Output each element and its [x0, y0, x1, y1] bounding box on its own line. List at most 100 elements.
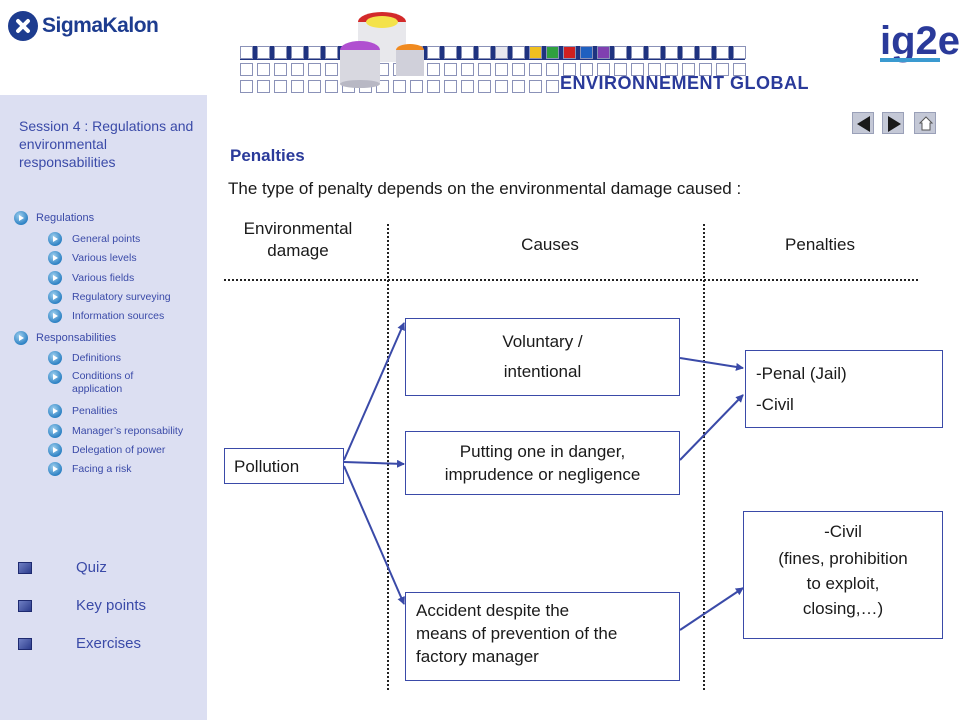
play-bullet-icon [48, 351, 62, 365]
mosaic-square [240, 80, 253, 93]
home-button[interactable] [914, 112, 936, 134]
mosaic-square [648, 46, 661, 59]
nav-facing-a-risk[interactable]: Facing a risk [48, 462, 132, 476]
cause-box-accident: Accident despite the means of prevention… [405, 592, 680, 681]
mosaic-square [461, 63, 474, 76]
nav-information-sources[interactable]: Information sources [48, 309, 164, 323]
nav-managers-responsability[interactable]: Manager’s reponsability [48, 424, 183, 438]
mosaic-square [325, 80, 338, 93]
next-button[interactable] [882, 112, 904, 134]
arrow-voluntary-penal [679, 357, 744, 371]
mosaic-square [308, 80, 321, 93]
mosaic-square [597, 63, 610, 76]
mosaic-square [240, 63, 253, 76]
nav-delegation-of-power[interactable]: Delegation of power [48, 443, 165, 457]
play-bullet-icon [48, 404, 62, 418]
mosaic-square [393, 80, 406, 93]
mosaic-square [512, 80, 525, 93]
arrow-pollution-voluntary [343, 322, 405, 461]
column-header-penalties: Penalties [785, 235, 855, 254]
mosaic-square [291, 63, 304, 76]
mosaic-square [461, 46, 474, 59]
mosaic-square [478, 46, 491, 59]
mosaic-square [699, 46, 712, 59]
mosaic-square [257, 46, 270, 59]
play-bullet-icon [14, 331, 28, 345]
mosaic-square [648, 63, 661, 76]
mosaic-square [682, 63, 695, 76]
mosaic-square [410, 80, 423, 93]
mosaic-square [512, 63, 525, 76]
mosaic-square [529, 80, 542, 93]
mosaic-square [274, 80, 287, 93]
sidebar [0, 95, 207, 720]
mosaic-square [461, 80, 474, 93]
nav-regulations[interactable]: Regulations [14, 211, 94, 225]
mosaic-square [614, 46, 627, 59]
mosaic-square [512, 46, 525, 59]
nav-conditions-of-application[interactable]: Conditions of application [48, 370, 182, 396]
nav-general-points[interactable]: General points [48, 232, 140, 246]
square-bullet-icon [18, 599, 32, 612]
mosaic-square [274, 63, 287, 76]
session-title: Session 4 : Regulations and environmenta… [19, 118, 194, 170]
mosaic-square [444, 46, 457, 59]
nav-exercises[interactable]: Exercises [18, 635, 141, 652]
play-bullet-icon [48, 232, 62, 246]
mosaic-square [716, 63, 729, 76]
brand-name: SigmaKalon [42, 14, 159, 37]
nav-definitions[interactable]: Definitions [48, 351, 121, 365]
pollution-box: Pollution [224, 448, 344, 484]
nav-key-points[interactable]: Key points [18, 597, 146, 614]
mosaic-square [427, 46, 440, 59]
header-title: ENVIRONNEMENT GLOBAL [560, 73, 810, 93]
nav-penalities[interactable]: Penalities [48, 404, 118, 418]
mosaic-square [257, 80, 270, 93]
mosaic-square [325, 63, 338, 76]
mosaic-square [308, 46, 321, 59]
previous-button[interactable] [852, 112, 874, 134]
nav-quiz[interactable]: Quiz [18, 559, 107, 576]
nav-various-levels[interactable]: Various levels [48, 251, 137, 265]
nav-regulatory-surveying[interactable]: Regulatory surveying [48, 290, 171, 304]
arrow-pollution-danger [343, 459, 405, 468]
penalty-box-penal: -Penal (Jail) -Civil [745, 350, 943, 428]
mosaic-square [733, 63, 746, 76]
play-bullet-icon [48, 309, 62, 323]
mosaic-square [580, 63, 593, 76]
mosaic-square [682, 46, 695, 59]
ig2e-logo-text: ig2e [880, 19, 960, 63]
mosaic-square [427, 80, 440, 93]
square-bullet-icon [18, 637, 32, 650]
ig2e-logo: ig2e [880, 19, 960, 63]
mosaic-square [444, 80, 457, 93]
mosaic-square [257, 63, 270, 76]
cause-box-danger: Putting one in danger, imprudence or neg… [405, 431, 680, 495]
nav-various-fields[interactable]: Various fields [48, 271, 134, 285]
mosaic-square [614, 63, 627, 76]
nav-responsabilities[interactable]: Responsabilities [14, 331, 116, 345]
sigmakalon-logo: SigmaKalon [8, 8, 159, 44]
mosaic-square [733, 46, 746, 59]
intro-text: The type of penalty depends on the envir… [228, 179, 742, 198]
mosaic-square [699, 63, 712, 76]
mosaic-square [478, 63, 491, 76]
mosaic-square [546, 63, 559, 76]
arrow-pollution-accident [343, 465, 405, 605]
mosaic-square [546, 80, 559, 93]
column-header-causes: Causes [521, 235, 579, 254]
mosaic-square [495, 80, 508, 93]
mosaic-square [495, 46, 508, 59]
mosaic-square [274, 46, 287, 59]
mosaic-square [631, 46, 644, 59]
mosaic-square [716, 46, 729, 59]
paint-cans-image [340, 12, 424, 88]
mosaic-square [529, 46, 542, 59]
mosaic-square [291, 46, 304, 59]
arrow-danger-penal [679, 394, 744, 461]
mosaic-square [240, 46, 253, 59]
mosaic-square [529, 63, 542, 76]
cause-box-voluntary: Voluntary / intentional [405, 318, 680, 396]
play-bullet-icon [14, 211, 28, 225]
play-bullet-icon [48, 271, 62, 285]
